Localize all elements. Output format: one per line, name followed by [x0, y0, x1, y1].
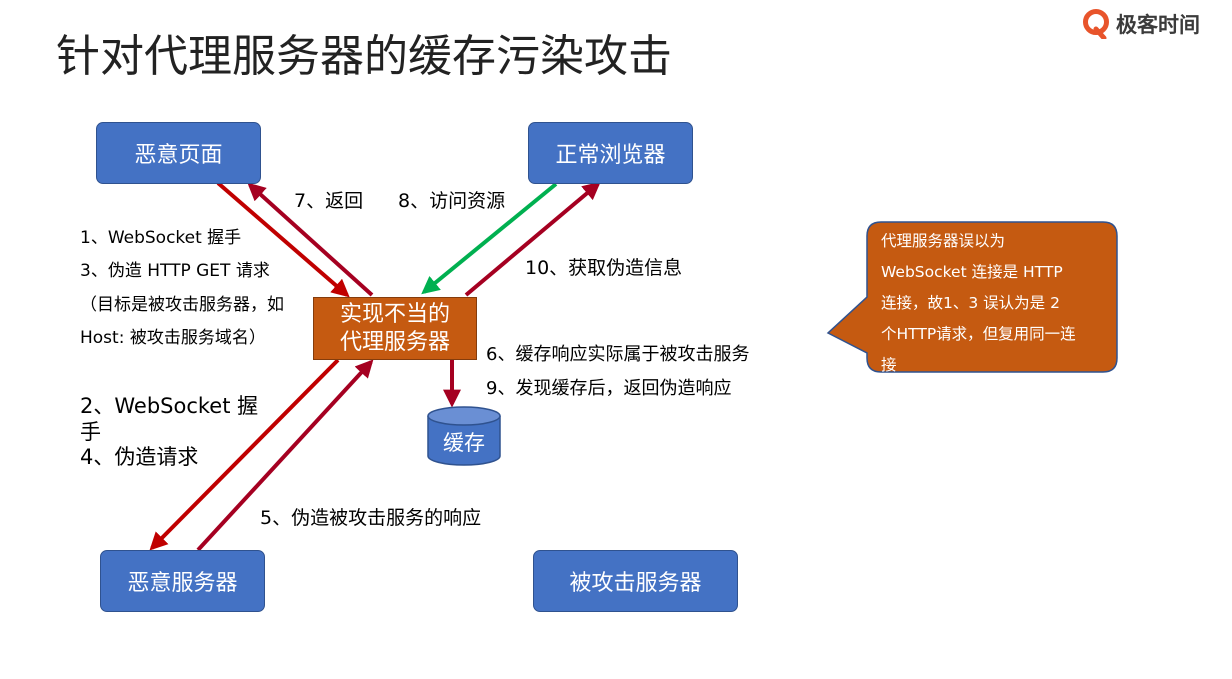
- step-2-label-line2: 手: [80, 420, 101, 444]
- callout-bubble: [826, 221, 1118, 373]
- step-3-note-line1: （目标是被攻击服务器，如: [80, 295, 284, 315]
- malicious-server-node: 恶意服务器: [100, 550, 265, 612]
- malicious-server-label: 恶意服务器: [127, 571, 238, 596]
- proxy-label-line1: 实现不当的: [339, 301, 450, 327]
- normal-browser-node: 正常浏览器: [528, 122, 693, 184]
- arrow-proxy-to-browser: [464, 181, 601, 297]
- callout-line: WebSocket 连接是 HTTP: [881, 263, 1063, 281]
- page-title: 针对代理服务器的缓存污染攻击: [56, 31, 672, 82]
- step-10-label: 10、获取伪造信息: [525, 257, 683, 279]
- step-2-label-line1: 2、WebSocket 握: [80, 394, 259, 418]
- malicious-page-node: 恶意页面: [96, 122, 261, 184]
- step-3-label: 3、伪造 HTTP GET 请求: [80, 261, 270, 281]
- step-4-label: 4、伪造请求: [80, 445, 199, 469]
- geektime-logo-icon: [1083, 9, 1109, 39]
- step-6-label: 6、缓存响应实际属于被攻击服务: [486, 344, 750, 365]
- arrow-proxy-to-malicious-server: [149, 358, 340, 551]
- proxy-server-node: 实现不当的 代理服务器: [313, 297, 477, 360]
- logo-text: 极客时间: [1116, 13, 1200, 37]
- attacked-server-label: 被攻击服务器: [569, 571, 702, 596]
- callout-line: 连接，故1、3 误认为是 2: [881, 294, 1060, 312]
- arrow-page-to-proxy: [216, 181, 350, 298]
- attacked-server-node: 被攻击服务器: [533, 550, 738, 612]
- callout-line: 代理服务器误以为: [881, 232, 1006, 250]
- proxy-label-line2: 代理服务器: [339, 329, 450, 355]
- step-7-label: 7、返回: [294, 190, 364, 212]
- arrow-proxy-to-page: [247, 182, 374, 297]
- step-1-label: 1、WebSocket 握手: [80, 228, 242, 248]
- step-8-label: 8、访问资源: [398, 190, 506, 212]
- cache-label: 缓存: [443, 431, 485, 455]
- callout-line: 个HTTP请求，但复用同一连: [881, 325, 1076, 343]
- step-3-note-line2: Host: 被攻击服务域名）: [80, 328, 266, 348]
- cache-cylinder: [427, 406, 501, 466]
- callout-line: 接: [881, 356, 897, 374]
- step-9-label: 9、发现缓存后，返回伪造响应: [486, 378, 732, 399]
- normal-browser-label: 正常浏览器: [555, 143, 666, 168]
- step-5-label: 5、伪造被攻击服务的响应: [260, 507, 482, 529]
- malicious-page-label: 恶意页面: [134, 143, 223, 168]
- arrow-malicious-server-to-proxy: [196, 359, 374, 552]
- arrow-browser-to-proxy: [421, 182, 558, 295]
- callout-text: 代理服务器误以为 WebSocket 连接是 HTTP 连接，故1、3 误认为是…: [881, 226, 1106, 381]
- brand-logo: 极客时间: [1082, 8, 1200, 40]
